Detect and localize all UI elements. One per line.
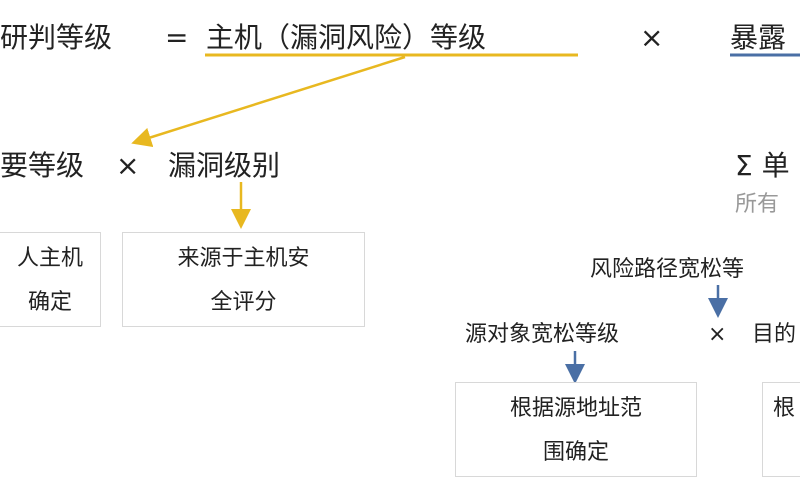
vuln-source-box: 来源于主机安 全评分: [122, 232, 365, 327]
box-line: 根: [773, 396, 796, 421]
box-line: 确定: [27, 290, 72, 315]
equals-sign: =: [165, 21, 189, 54]
box-line: 全评分: [210, 290, 277, 315]
exposure-sum: Σ 单: [735, 149, 790, 182]
box-line: 来源于主机安: [177, 246, 310, 271]
host-importance-box: 人主机 确定: [0, 232, 101, 327]
exposure-term: 暴露: [730, 21, 787, 54]
exposure-times: ×: [708, 322, 727, 347]
destination-range-box: 根: [762, 382, 800, 477]
host-expr-left: 要等级: [0, 149, 85, 182]
times-sign: ×: [640, 21, 664, 54]
host-arrow: [131, 55, 406, 148]
risk-path-label: 风险路径宽松等: [590, 257, 745, 282]
host-times: ×: [116, 149, 140, 182]
source-range-box: 根据源地址范 围确定: [455, 382, 697, 477]
source-looseness: 源对象宽松等级: [465, 322, 620, 347]
host-term: 主机（漏洞风险）等级: [206, 21, 487, 54]
box-line: 根据源地址范: [509, 396, 642, 421]
box-line: 人主机: [16, 246, 83, 271]
exposure-sum-note: 所有: [735, 192, 780, 217]
destination-looseness: 目的: [752, 322, 797, 347]
vuln-level: 漏洞级别: [168, 149, 281, 182]
box-line: 围确定: [542, 440, 609, 465]
formula-lhs: 研判等级: [0, 21, 113, 54]
